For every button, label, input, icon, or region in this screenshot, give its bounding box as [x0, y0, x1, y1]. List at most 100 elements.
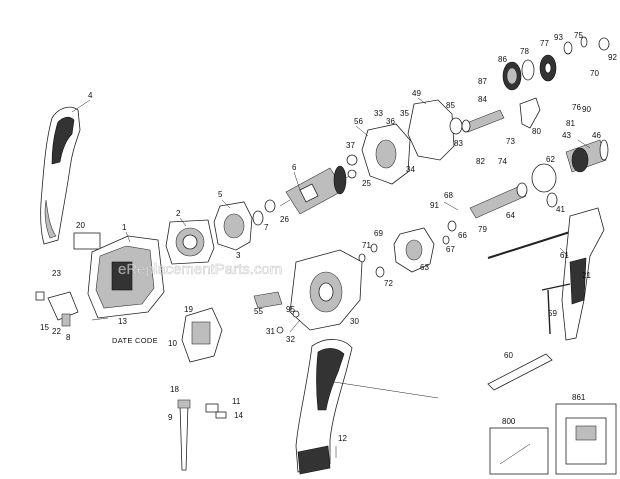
ring-92-shape — [598, 37, 610, 51]
washer-72-shape — [375, 266, 385, 278]
callout-19: 19 — [184, 305, 193, 314]
brush-ring-shape — [213, 201, 253, 251]
callout-61: 61 — [560, 251, 569, 260]
depth-rod-shape — [487, 231, 571, 259]
callout-46: 46 — [592, 131, 601, 140]
kit-800-box — [489, 427, 549, 475]
callout-11: 11 — [232, 397, 241, 406]
callout-6: 6 — [292, 163, 297, 172]
callout-9: 9 — [168, 413, 173, 422]
callout-23: 23 — [52, 269, 61, 278]
callout-86: 86 — [498, 55, 507, 64]
callout-62: 62 — [546, 155, 555, 164]
callout-76: 76 — [572, 103, 581, 112]
washer-69-shape — [370, 243, 378, 253]
gear-86-shape — [502, 61, 522, 91]
wrench-shape — [487, 353, 553, 391]
washer-25-shape — [347, 169, 357, 179]
callout-13: 13 — [118, 317, 127, 326]
callout-68: 68 — [444, 191, 453, 200]
callout-78: 78 — [520, 47, 529, 56]
spindle-shape — [469, 182, 528, 219]
callout-74: 74 — [498, 157, 507, 166]
callout-82: 82 — [476, 157, 485, 166]
callout-21: 21 — [582, 271, 591, 280]
callout-15: 15 — [40, 323, 49, 332]
callout-79: 79 — [478, 225, 487, 234]
callout-37: 37 — [346, 141, 355, 150]
screw-95-shape — [292, 310, 300, 318]
callout-31: 31 — [266, 327, 275, 336]
part-78-shape — [521, 59, 535, 81]
gear-77-shape — [539, 54, 557, 82]
retainer-63-shape — [393, 227, 435, 273]
callout-93: 93 — [554, 33, 563, 42]
callout-84: 84 — [478, 95, 487, 104]
shift-fork-shape — [519, 97, 541, 129]
gear-plate-shape — [361, 123, 411, 185]
callout-33: 33 — [374, 109, 383, 118]
callout-12: 12 — [338, 434, 347, 443]
screw-32-shape — [289, 319, 301, 333]
callout-71: 71 — [362, 241, 371, 250]
callout-5: 5 — [218, 190, 223, 199]
callout-55: 55 — [254, 307, 263, 316]
callout-60: 60 — [504, 351, 513, 360]
callout-70: 70 — [590, 69, 599, 78]
callout-72: 72 — [384, 279, 393, 288]
callout-8: 8 — [66, 333, 71, 342]
watermark-text: eReplacementParts.com — [118, 261, 282, 278]
bearing-7-shape — [252, 210, 264, 226]
callout-59: 59 — [548, 309, 557, 318]
callout-63: 63 — [420, 263, 429, 272]
terminal-14-shape — [215, 411, 227, 419]
chuck-key-shape — [541, 283, 571, 335]
ring-75-shape — [580, 36, 588, 48]
callout-22: 22 — [52, 327, 61, 336]
cord-parts-shape — [35, 291, 79, 327]
callout-34: 34 — [406, 165, 415, 174]
callout-861: 861 — [572, 393, 586, 402]
cord-protector-shape — [177, 399, 191, 471]
callout-25: 25 — [362, 179, 371, 188]
callout-26: 26 — [280, 215, 289, 224]
callout-87: 87 — [478, 77, 487, 86]
ring-41-shape — [546, 192, 558, 208]
part-66-shape — [447, 220, 457, 232]
callout-90: 90 — [582, 105, 591, 114]
screw-13-shape — [91, 317, 109, 321]
gasket-shape — [407, 99, 455, 161]
chuck-shape — [565, 139, 609, 173]
case-861-box — [555, 403, 617, 475]
washer-37-shape — [346, 154, 358, 166]
callout-4: 4 — [88, 91, 93, 100]
callout-56: 56 — [354, 117, 363, 126]
callout-67: 67 — [446, 245, 455, 254]
handle-half-right-shape — [295, 339, 353, 475]
callout-77: 77 — [540, 39, 549, 48]
callout-10: 10 — [168, 339, 177, 348]
callout-75: 75 — [574, 31, 583, 40]
callout-32: 32 — [286, 335, 295, 344]
callout-30: 30 — [350, 317, 359, 326]
intermediate-shaft-shape — [449, 109, 505, 135]
callout-83: 83 — [454, 139, 463, 148]
callout-85: 85 — [446, 101, 455, 110]
switch-shape — [181, 307, 223, 363]
callout-20: 20 — [76, 221, 85, 230]
label-plate-shape — [73, 232, 101, 250]
date-code-label: DATE CODE — [112, 336, 158, 345]
handle-half-left-shape — [40, 106, 81, 245]
callout-3: 3 — [236, 251, 241, 260]
callout-66: 66 — [458, 231, 467, 240]
leader-lines — [71, 97, 591, 399]
callout-73: 73 — [506, 137, 515, 146]
side-handle-shape — [561, 207, 605, 341]
terminal-11-shape — [205, 403, 219, 413]
part-67-shape — [442, 235, 450, 245]
callout-80: 80 — [532, 127, 541, 136]
callout-1: 1 — [122, 223, 127, 232]
ring-93-shape — [563, 41, 573, 55]
callout-69: 69 — [374, 229, 383, 238]
